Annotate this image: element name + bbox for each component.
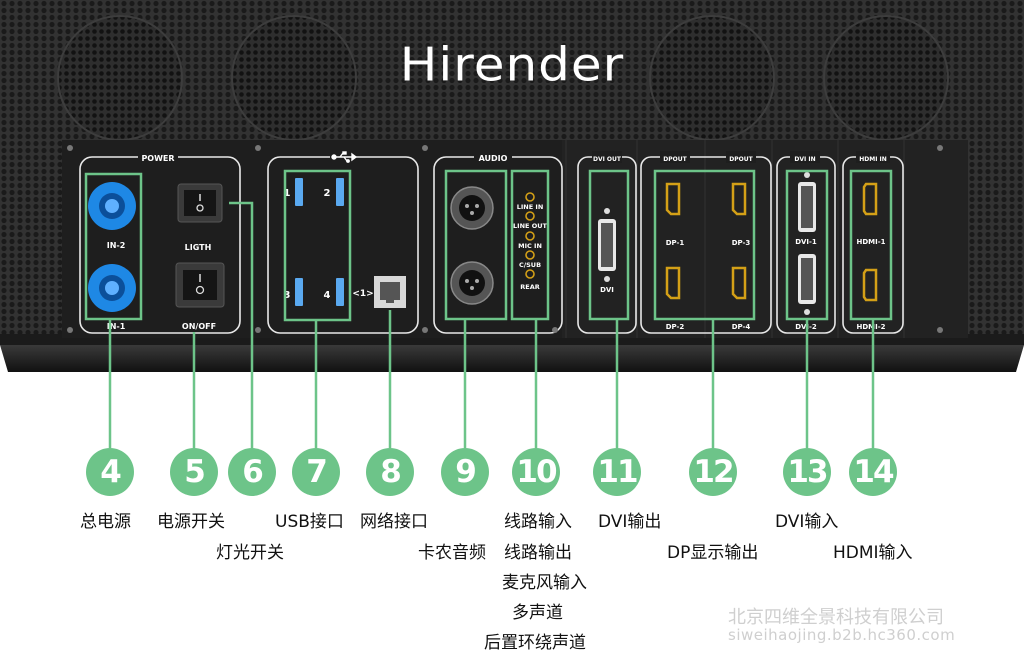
watermark-company: 北京四维全景科技有限公司 <box>728 607 944 628</box>
usb-port-2[interactable] <box>336 178 344 206</box>
dp-port-3[interactable] <box>731 182 747 216</box>
power-switch[interactable] <box>175 262 225 308</box>
dp3-label: DP-3 <box>732 239 751 247</box>
hdmi2-label: HDMI-2 <box>856 323 885 331</box>
callout-box-dp-out <box>653 169 756 321</box>
usb-1-label: 1 <box>284 188 291 199</box>
caption-network: 网络接口 <box>360 512 428 532</box>
onoff-label: ON/OFF <box>182 322 216 331</box>
rear-jack[interactable] <box>525 269 535 279</box>
hdmi-in-panel-label: HDMI IN <box>859 156 887 163</box>
callout-badge-8: 8 <box>366 448 414 496</box>
callout-box-dvi-in <box>785 169 829 321</box>
line-in-jack[interactable] <box>525 192 535 202</box>
dp-out-panel-label-1: DPOUT <box>663 156 687 163</box>
audio-panel-label: AUDIO <box>479 154 508 163</box>
in1-label: IN-1 <box>107 322 126 331</box>
fan-grill <box>57 15 949 141</box>
in2-label: IN-2 <box>107 241 126 250</box>
dp-out-panel-label-2: DPOUT <box>729 156 753 163</box>
dp-port-1[interactable] <box>665 182 681 216</box>
callout-badge-5: 5 <box>170 448 218 496</box>
dp-port-2[interactable] <box>665 266 681 300</box>
hdmi-port-2[interactable] <box>862 268 878 302</box>
callout-badge-14: 14 <box>849 448 897 496</box>
csub-jack[interactable] <box>525 250 535 260</box>
line-in-label: LINE IN <box>517 203 544 211</box>
callout-badge-4: 4 <box>86 448 134 496</box>
caption-multichannel: 多声道 <box>512 603 563 623</box>
usb-port-1[interactable] <box>295 178 303 206</box>
caption-dvi-out: DVI输出 <box>598 512 662 532</box>
callout-badge-12: 12 <box>689 448 737 496</box>
xlr-connector-bottom[interactable] <box>450 261 494 305</box>
caption-light-switch: 灯光开关 <box>216 543 284 563</box>
dvi-in-panel-label: DVI IN <box>794 156 815 163</box>
dp2-label: DP-2 <box>666 323 685 331</box>
dvi-in-port-1[interactable] <box>798 172 816 232</box>
rj45-port[interactable] <box>374 276 406 308</box>
dp1-label: DP-1 <box>666 239 685 247</box>
callout-box-audio-jacks <box>510 169 550 321</box>
caption-power-switch: 电源开关 <box>157 512 225 532</box>
callout-box-dvi-out <box>588 169 630 321</box>
hdmi-port-1[interactable] <box>862 182 878 216</box>
usb-2-label: 2 <box>324 188 331 199</box>
callout-box-usb <box>283 169 352 322</box>
caption-dp-out: DP显示输出 <box>667 543 759 563</box>
callout-badge-9: 9 <box>441 448 489 496</box>
caption-main-power: 总电源 <box>80 512 131 532</box>
csub-label: C/SUB <box>519 261 541 269</box>
dvi-out-port[interactable] <box>598 208 616 282</box>
usb-3-label: 3 <box>284 290 291 301</box>
callout-badge-13: 13 <box>783 448 831 496</box>
callout-box-power-inputs <box>84 172 143 321</box>
powercon-in2[interactable] <box>88 182 136 230</box>
caption-hdmi-in: HDMI输入 <box>833 543 913 563</box>
caption-dvi-in: DVI输入 <box>775 512 839 532</box>
line-out-jack[interactable] <box>525 211 535 221</box>
caption-line-out: 线路输出 <box>504 543 572 563</box>
dvi-label: DVI <box>600 286 614 294</box>
usb-port-3[interactable] <box>295 278 303 306</box>
rj45-label: <1> <box>352 289 373 299</box>
caption-line-in: 线路输入 <box>504 512 572 532</box>
callout-badge-11: 11 <box>593 448 641 496</box>
rear-label: REAR <box>520 283 539 291</box>
line-out-label: LINE OUT <box>513 222 548 230</box>
usb-symbol-icon <box>331 151 358 163</box>
mic-in-label: MIC IN <box>518 242 542 250</box>
caption-mic-in: 麦克风输入 <box>502 573 587 593</box>
powercon-in1[interactable] <box>88 264 136 312</box>
watermark-website: siweihaojing.b2b.hc360.com <box>728 626 956 644</box>
caption-usb: USB接口 <box>275 512 344 532</box>
light-switch[interactable] <box>177 183 223 223</box>
callout-badge-6: 6 <box>228 448 276 496</box>
callout-box-xlr <box>444 169 508 321</box>
hirender-logo: Hirender <box>399 38 625 92</box>
dvi-in-port-2[interactable] <box>798 254 816 315</box>
dp-port-4[interactable] <box>731 266 747 300</box>
dvi-out-panel-label: DVI OUT <box>593 156 622 163</box>
caption-rear-surround: 后置环绕声道 <box>484 633 586 653</box>
usb-4-label: 4 <box>324 290 331 301</box>
ligth-label: LIGTH <box>185 243 212 252</box>
mic-in-jack[interactable] <box>525 231 535 241</box>
dp4-label: DP-4 <box>732 323 751 331</box>
usb-port-4[interactable] <box>336 278 344 306</box>
power-panel-label: POWER <box>141 154 174 163</box>
caption-xlr-audio: 卡农音频 <box>418 543 486 563</box>
hdmi1-label: HDMI-1 <box>856 238 885 246</box>
xlr-connector-top[interactable] <box>450 186 494 230</box>
chassis-rear-view: POWER AUDIO DVI OUT DPOUT DPOUT DVI IN H… <box>0 0 1024 372</box>
dvi1-label: DVI-1 <box>795 238 817 246</box>
callout-badge-10: 10 <box>512 448 560 496</box>
callout-box-hdmi-in <box>849 169 893 321</box>
callout-badge-7: 7 <box>292 448 340 496</box>
